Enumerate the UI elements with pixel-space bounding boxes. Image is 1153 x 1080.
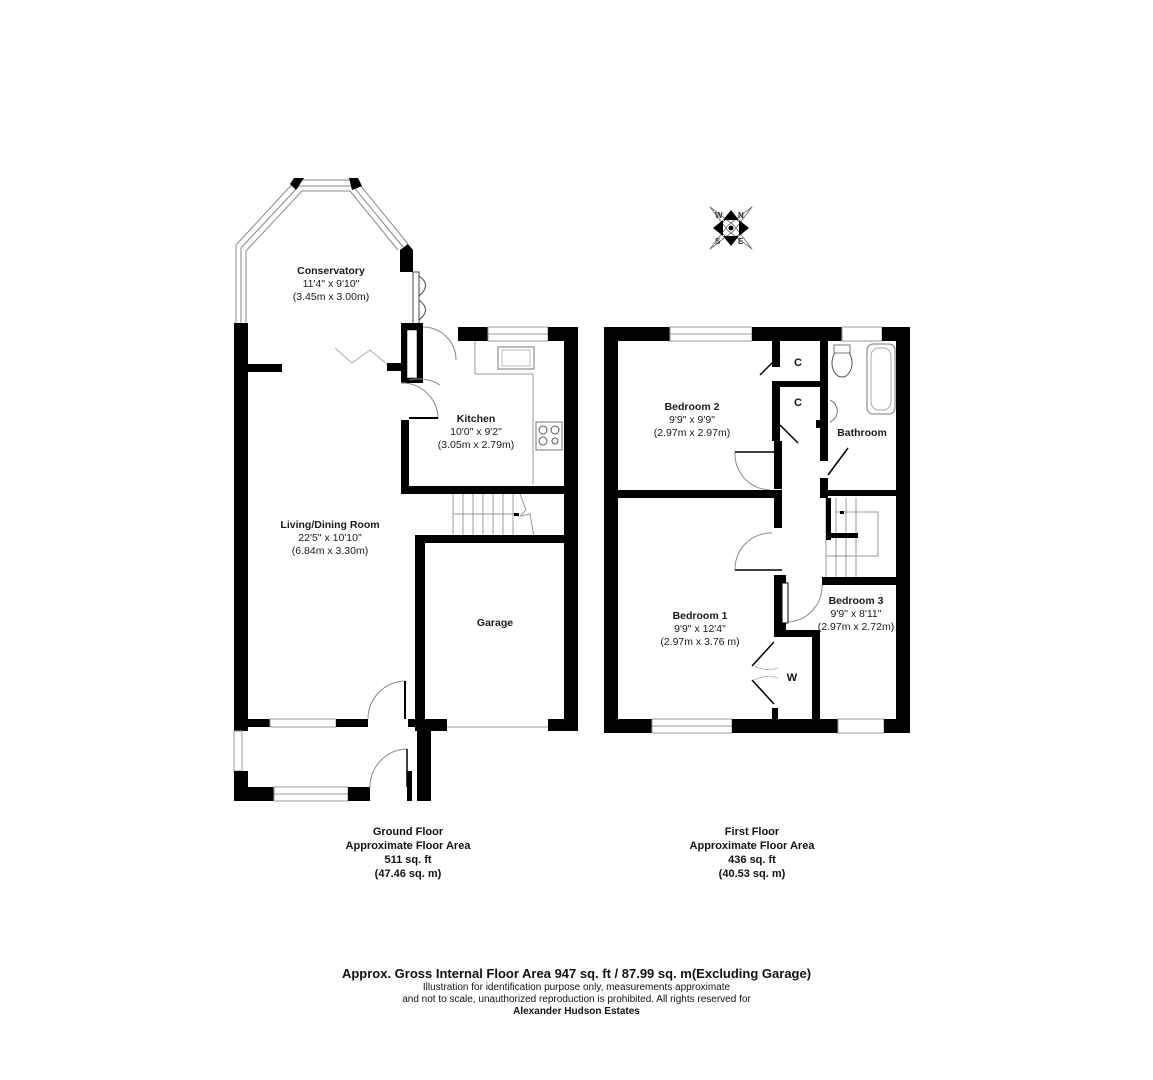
room-dimensions-imperial: 9'9" x 12'4" <box>674 623 726 635</box>
room-label-kitchen: Kitchen 10'0" x 9'2" (3.05m x 2.79m) <box>438 413 514 452</box>
compass-label-w: W <box>715 211 723 220</box>
floor-area-sqft: 436 sq. ft <box>728 854 776 866</box>
wardrobe-label: W <box>786 672 798 684</box>
svg-text:S: S <box>715 237 721 246</box>
room-name: Conservatory <box>297 265 365 277</box>
floor-title: First Floor <box>724 826 780 838</box>
room-name: Bathroom <box>837 427 887 439</box>
gross-area-text: Approx. Gross Internal Floor Area 947 sq… <box>341 966 812 981</box>
floor-area-sqm: (47.46 sq. m) <box>374 868 442 880</box>
room-name: Bedroom 2 <box>664 401 720 413</box>
compass-rose-icon <box>709 206 753 250</box>
room-label-living-dining: Living/Dining Room 22'5" x 10'10" (6.84m… <box>280 519 379 558</box>
first-floor-plan <box>604 326 910 734</box>
room-label-conservatory: Conservatory 11'4" x 9'10" (3.45m x 3.00… <box>293 265 369 304</box>
floor-area-sqft: 511 sq. ft <box>384 854 432 866</box>
ground-floor-caption: Ground Floor Approximate Floor Area 511 … <box>346 825 471 881</box>
room-label-bathroom: Bathroom <box>837 427 887 440</box>
floor-subtitle: Approximate Floor Area <box>345 840 471 852</box>
floor-area-sqm: (40.53 sq. m) <box>718 868 786 880</box>
room-name: Bedroom 3 <box>828 595 884 607</box>
company-name: Alexander Hudson Estates <box>513 1006 640 1017</box>
ground-floor-plan <box>233 178 578 802</box>
room-dimensions-metric: (3.05m x 2.79m) <box>437 439 515 451</box>
room-name: Garage <box>476 617 514 629</box>
room-dimensions-imperial: 9'9" x 9'9" <box>669 414 715 426</box>
svg-text:E: E <box>738 237 744 246</box>
room-dimensions-metric: (6.84m x 3.30m) <box>291 545 369 557</box>
room-name: Kitchen <box>456 413 496 425</box>
room-dimensions-imperial: 10'0" x 9'2" <box>450 426 502 438</box>
disclaimer-line-2: and not to scale, unauthorized reproduct… <box>402 994 751 1005</box>
room-name: Bedroom 1 <box>672 610 728 622</box>
room-dimensions-imperial: 9'9" x 8'11" <box>830 608 882 620</box>
ground-stairs <box>452 493 535 538</box>
room-label-bedroom-3: Bedroom 3 9'9" x 8'11" (2.97m x 2.72m) <box>818 595 894 634</box>
conservatory-door <box>412 271 426 325</box>
room-dimensions-metric: (2.97m x 3.76 m) <box>660 636 740 648</box>
room-name: Living/Dining Room <box>280 519 380 531</box>
floor-title: Ground Floor <box>372 826 444 838</box>
room-label-garage: Garage <box>477 617 513 630</box>
disclaimer-line-1: Illustration for identification purpose … <box>422 982 731 993</box>
room-label-bedroom-2: Bedroom 2 9'9" x 9'9" (2.97m x 2.97m) <box>654 401 730 440</box>
svg-text:N: N <box>738 211 744 220</box>
room-dimensions-imperial: 11'4" x 9'10" <box>302 278 360 290</box>
closet-label-1: C <box>794 357 802 369</box>
room-label-bedroom-1: Bedroom 1 9'9" x 12'4" (2.97m x 3.76 m) <box>660 610 739 649</box>
room-dimensions-metric: (2.97m x 2.72m) <box>817 621 895 633</box>
footer: Approx. Gross Internal Floor Area 947 sq… <box>0 966 1153 1018</box>
floor-subtitle: Approximate Floor Area <box>689 840 815 852</box>
room-dimensions-metric: (2.97m x 2.97m) <box>653 427 731 439</box>
first-floor-caption: First Floor Approximate Floor Area 436 s… <box>690 825 815 881</box>
closet-label-2: C <box>794 397 802 409</box>
room-dimensions-metric: (3.45m x 3.00m) <box>292 291 370 303</box>
room-dimensions-imperial: 22'5" x 10'10" <box>298 532 362 544</box>
